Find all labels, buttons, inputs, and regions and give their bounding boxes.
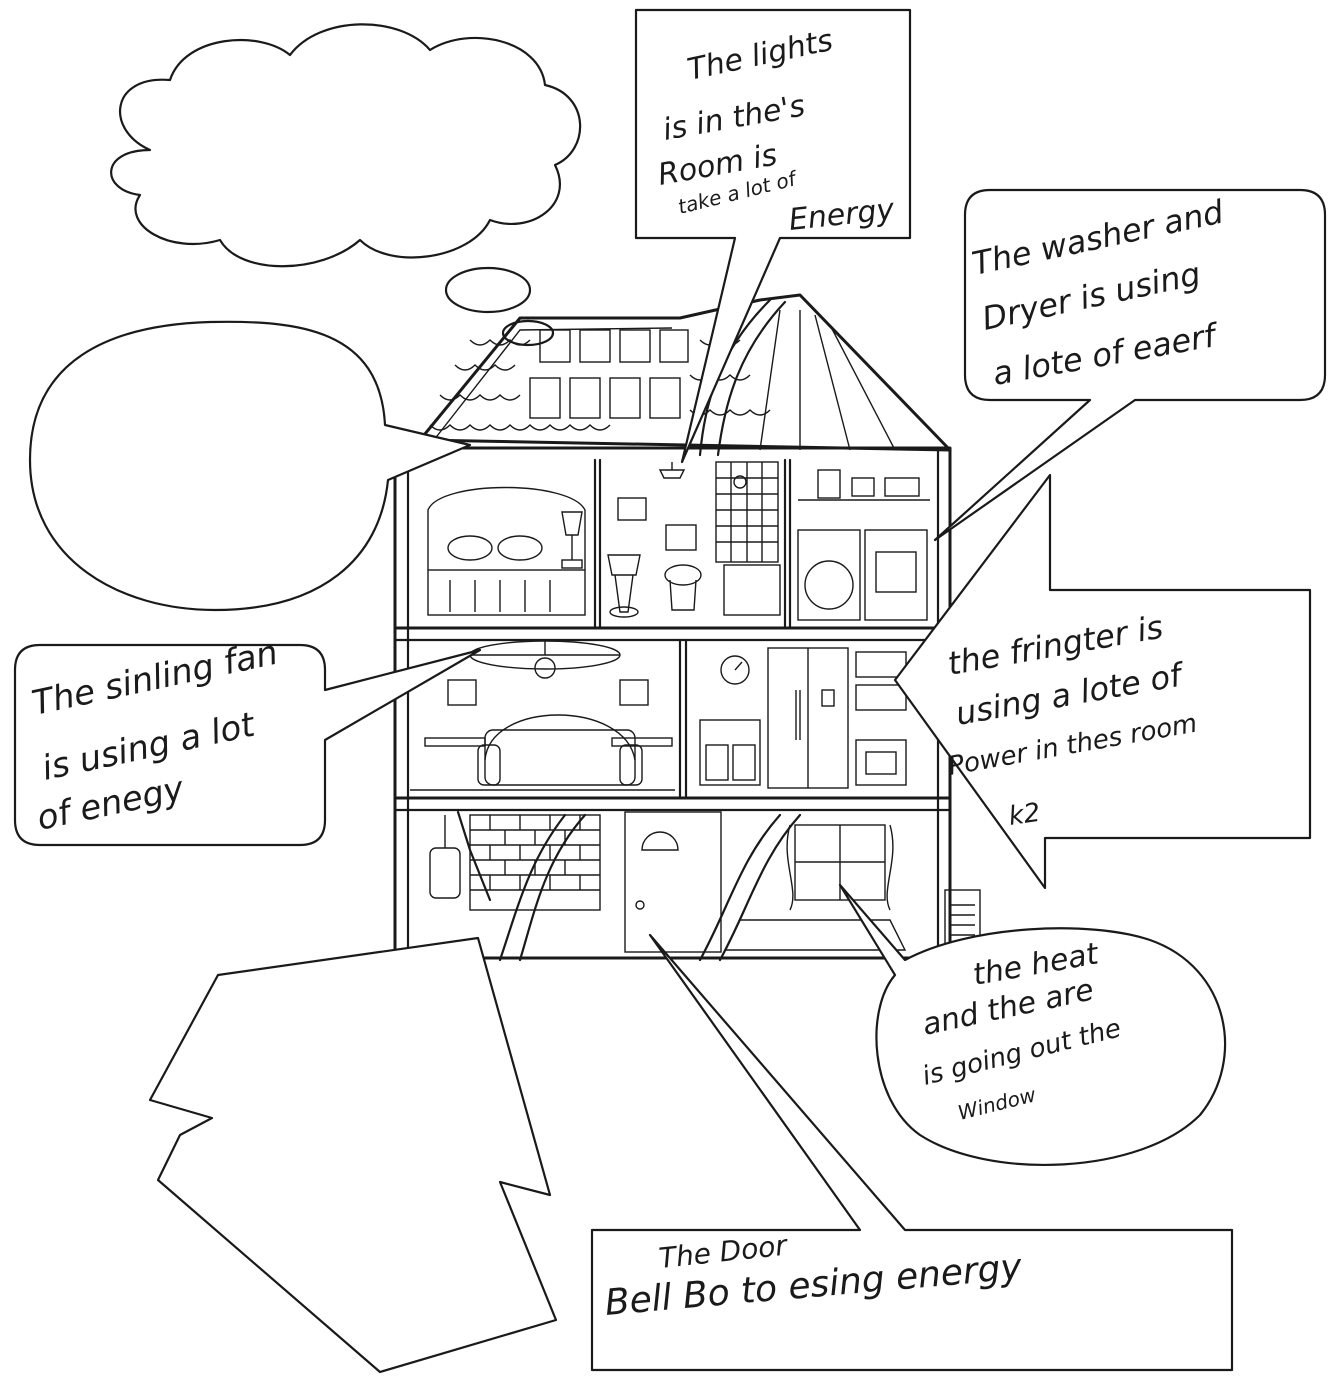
house-illustration [395, 295, 980, 960]
callout-fridge-arrow: the fringter is using a lote of Power in… [895, 475, 1310, 888]
empty-thought-cloud [111, 24, 580, 345]
callout-washer-bubble: The washer and Dryer is using a lote of … [935, 190, 1325, 540]
empty-oval-bubble [30, 322, 470, 610]
callout-lights-box: The lights is in the's Room is take a lo… [636, 10, 910, 462]
empty-arrow-callout [150, 938, 556, 1372]
callout-heat-air-oval: the heat and the are is going out the Wi… [840, 885, 1225, 1165]
callout-fridge-extra: k2 [1007, 798, 1042, 832]
callout-ceiling-fan-bubble: The sinling fan is using a lot of enegy [15, 633, 480, 845]
